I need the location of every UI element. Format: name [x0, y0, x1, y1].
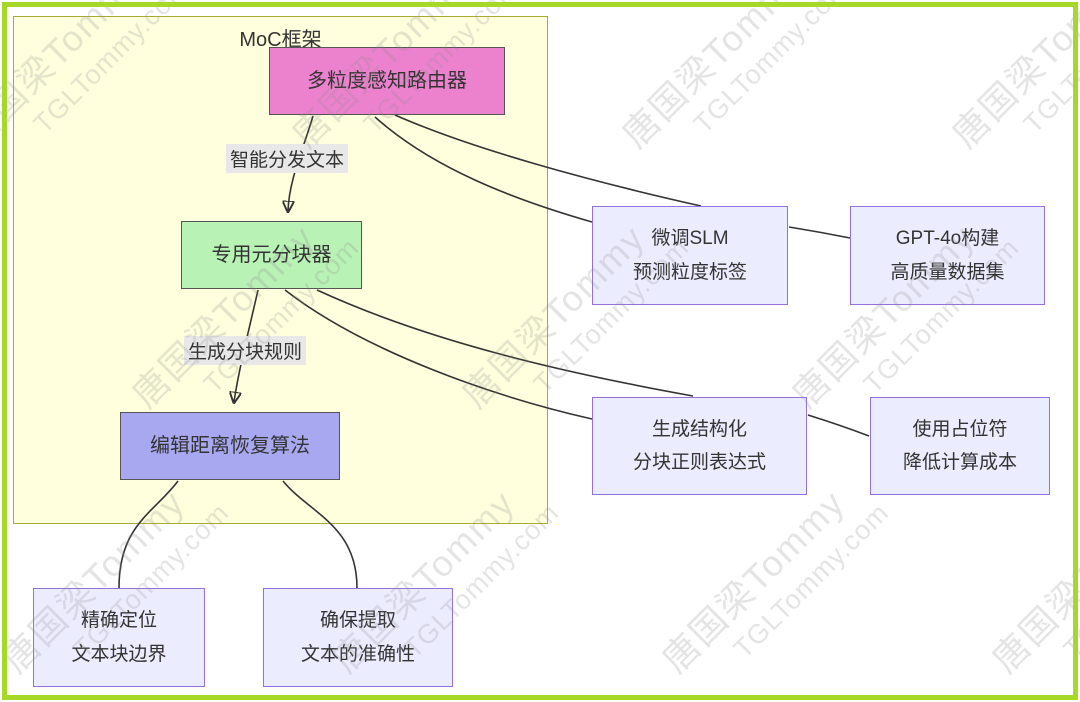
node-edit-distance-label: 编辑距离恢复算法: [150, 434, 310, 457]
node-finetune-slm: 微调SLM 预测粒度标签: [592, 206, 788, 305]
node-gpt4o-dataset: GPT-4o构建 高质量数据集: [850, 206, 1045, 305]
node-finetune-slm-line1: 微调SLM: [651, 228, 729, 250]
node-meta-chunker-label: 专用元分块器: [211, 243, 332, 266]
node-finetune-slm-line2: 预测粒度标签: [632, 261, 747, 283]
node-gpt4o-dataset-line2: 高质量数据集: [890, 261, 1005, 283]
node-router: 多粒度感知路由器: [269, 47, 505, 115]
node-locate-boundary-line1: 精确定位: [80, 610, 157, 632]
cluster-title: MoC框架: [239, 29, 322, 51]
node-router-label: 多粒度感知路由器: [307, 69, 467, 92]
node-locate-boundary: 精确定位 文本块边界: [33, 588, 205, 687]
node-extract-accuracy-line1: 确保提取: [319, 610, 396, 632]
node-regex-rules: 生成结构化 分块正则表达式: [592, 397, 807, 495]
node-gpt4o-dataset-line1: GPT-4o构建: [895, 228, 1000, 250]
node-extract-accuracy-line2: 文本的准确性: [300, 643, 415, 665]
edge-slm-to-gpt4o: [788, 226, 851, 239]
node-regex-rules-line2: 分块正则表达式: [632, 452, 766, 473]
edge-label-dispatch: 智能分发文本: [226, 144, 349, 173]
edge-regex-to-placeholder: [807, 414, 870, 437]
node-edit-distance: 编辑距离恢复算法: [120, 412, 340, 480]
node-placeholder-cost-line2: 降低计算成本: [902, 452, 1017, 473]
node-placeholder-cost: 使用占位符 降低计算成本: [870, 397, 1050, 495]
node-locate-boundary-line2: 文本块边界: [71, 643, 167, 665]
node-extract-accuracy: 确保提取 文本的准确性: [263, 588, 453, 687]
node-regex-rules-line1: 生成结构化: [651, 418, 747, 440]
node-placeholder-cost-line1: 使用占位符: [912, 418, 1008, 440]
node-meta-chunker: 专用元分块器: [181, 221, 362, 289]
edge-label-generate-rules: 生成分块规则: [184, 336, 307, 365]
